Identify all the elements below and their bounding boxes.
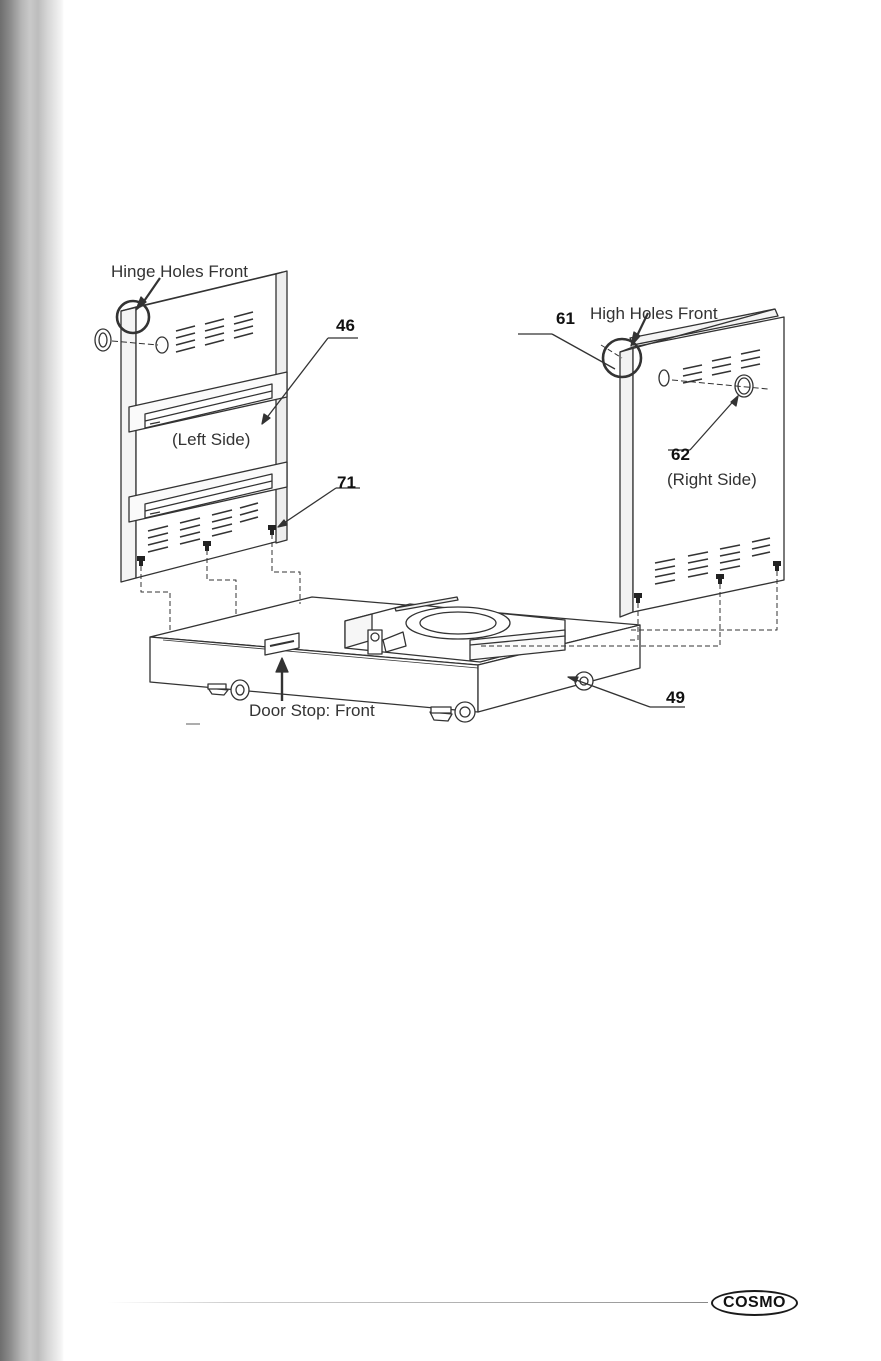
part-number-71: 71 — [337, 473, 356, 493]
part-number-46: 46 — [336, 316, 355, 336]
left-side-panel — [95, 271, 360, 582]
right-side-panel — [518, 309, 784, 617]
part-number-61: 61 — [556, 309, 575, 329]
door-stop-front-label: Door Stop: Front — [249, 701, 375, 721]
part-number-49: 49 — [666, 688, 685, 708]
cosmo-logo-text: COSMO — [723, 1294, 786, 1312]
cart-base — [150, 597, 685, 724]
part-number-62: 62 — [671, 445, 690, 465]
hinge-holes-front-label: Hinge Holes Front — [111, 262, 248, 282]
high-holes-front-label: High Holes Front — [590, 304, 718, 324]
left-side-label: (Left Side) — [172, 430, 250, 450]
right-side-label: (Right Side) — [667, 470, 757, 490]
footer-rule — [108, 1302, 708, 1303]
cosmo-logo: COSMO — [711, 1290, 798, 1316]
